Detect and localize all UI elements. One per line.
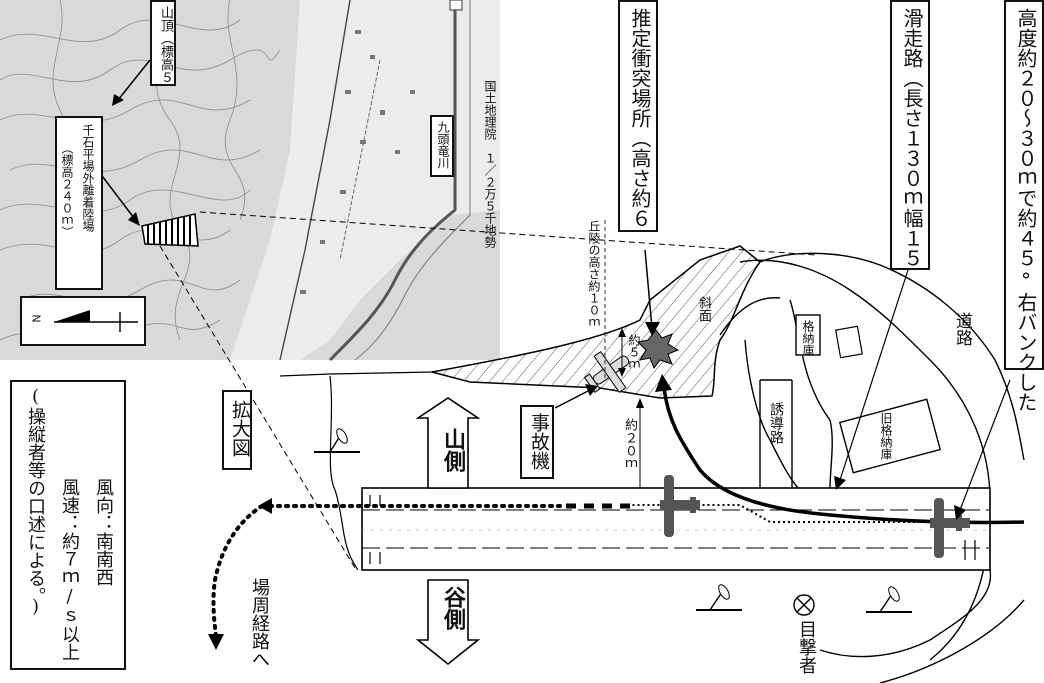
river-label-box: 九頭竜川 [430,115,454,177]
road-label: 道路 [952,312,972,346]
zoom-label-box: 拡大図 [222,390,252,470]
wind-speed-label: 風速：約７ｍ/ｓ以上 [59,478,80,661]
twenty-m-label: 約２０ｍ [622,418,637,470]
valley-side-label: 谷側 [440,586,466,630]
slope-label: 斜面 [696,296,711,322]
windsock-icon-3 [866,586,912,613]
aircraft-icon-runway-1 [660,475,700,537]
witness-label: 目撃者 [796,620,817,674]
bank-label: 高度約２０～３０ｍで約４５°右バンクした [1014,8,1038,412]
wind-note-label: (操縦者等の口述による。) [25,386,46,617]
five-m-label: 約５ｍ [627,334,641,370]
north-arrow-icon [54,310,138,332]
impact-burst-icon [636,329,680,370]
mountain-side-label: 山側 [440,428,466,472]
peak-label: 山頂（標高５ [158,6,173,84]
runway-label: 滑走路（長さ１３０ｍ幅１５ [900,8,924,268]
pattern-label: 場周経路へ [249,578,270,668]
impact-label: 推定衝突場所（高さ約６ [628,8,652,228]
hangar [795,314,821,356]
old-hangar [838,398,942,474]
site-elevation-label: （標高２４０ｍ） [60,142,74,238]
valley-side-arrow-icon [415,579,481,666]
mountain-side-arrow-icon [415,397,481,489]
runway-label-box: 滑走路（長さ１３０ｍ幅１５ [890,0,930,270]
airfield-site-marker [141,213,199,247]
hangar-label: 格納庫 [801,320,815,356]
witness-marker-icon [793,594,815,616]
site-label-box: 千石平場外離着陸場 （標高２４０ｍ） [55,116,103,290]
hill-height-label: 丘陵の高さ約１０ｍ [587,220,601,328]
map-source-label: 国土地理院 １／２万５千地勢 [483,80,497,248]
hill-slope [431,245,762,399]
aircraft-label-box: 事故機 [520,405,554,479]
peak-label-box: 山頂（標高５ [150,0,176,86]
bank-label-box: 高度約２０～３０ｍで約４５°右バンクした [1004,0,1044,412]
aircraft-icon-runway-2 [930,498,970,558]
taxiway-label: 誘導路 [768,402,784,444]
river-label: 九頭竜川 [436,121,450,169]
wind-legend-box: 風向：南南西 風速：約７ｍ/ｓ以上 (操縦者等の口述による。) [10,380,126,670]
site-name-label: 千石平場外離着陸場 [81,124,95,232]
old-hangar-label: 旧格納庫 [879,412,893,460]
zoom-label: 拡大図 [229,400,251,457]
impact-label-box: 推定衝突場所（高さ約６ [618,0,658,232]
north-arrow-box: N [20,296,146,346]
windsock-icon-2 [696,584,742,611]
wind-direction-label: 風向：南南西 [93,478,114,586]
windsock-icon-1 [314,428,360,453]
aircraft-label: 事故機 [528,413,550,470]
